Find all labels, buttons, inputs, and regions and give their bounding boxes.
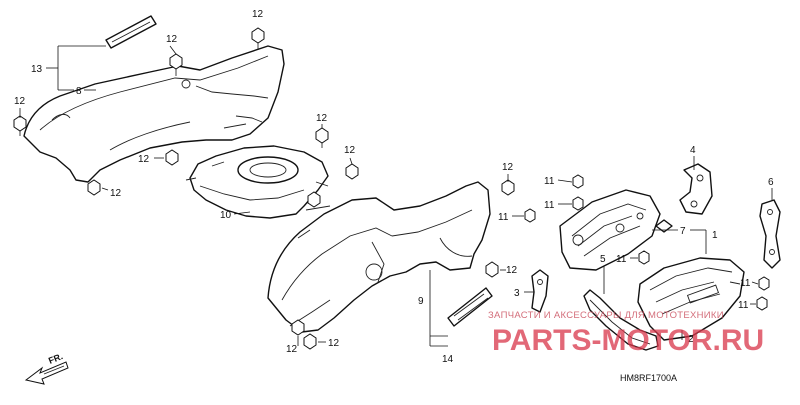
callout-12: 12 <box>328 338 340 349</box>
bracket-4 <box>679 163 713 215</box>
callout-11: 11 <box>544 176 555 187</box>
callout-12: 12 <box>316 113 328 124</box>
watermark: ЗАПЧАСТИ И АКСЕССУАРЫ ДЛЯ МОТОТЕХНИКИ PA… <box>488 310 764 357</box>
callout-4: 4 <box>690 145 696 156</box>
upper-side-cover <box>23 45 285 183</box>
watermark-subtitle: ЗАПЧАСТИ И АКСЕССУАРЫ ДЛЯ МОТОТЕХНИКИ <box>488 310 724 321</box>
bolt-11c <box>524 208 536 223</box>
watermark-logo: PARTS-MOTOR.RU <box>492 324 764 357</box>
lower-housing <box>637 257 745 341</box>
bolt-c <box>165 149 179 166</box>
callout-7: 7 <box>680 226 686 237</box>
emblem <box>447 287 493 327</box>
bolt-bm <box>303 333 317 350</box>
callout-8: 8 <box>76 86 82 97</box>
callout-11: 11 <box>544 200 555 211</box>
bolt-d <box>315 127 329 148</box>
callout-5: 5 <box>600 254 606 265</box>
callout-3: 3 <box>514 288 520 299</box>
upper-housing <box>559 189 673 271</box>
callout-12: 12 <box>344 145 356 156</box>
callout-2: 2 <box>688 334 694 345</box>
callout-12: 12 <box>166 34 178 45</box>
bolt-set <box>13 27 770 350</box>
bolt-b <box>87 179 101 196</box>
callout-12: 12 <box>14 96 26 107</box>
bolt-e <box>345 163 359 180</box>
bolt-11d <box>638 250 650 265</box>
callout-12: 12 <box>252 9 264 20</box>
callout-13: 13 <box>31 64 43 75</box>
callout-1: 1 <box>712 230 718 241</box>
bolt-g <box>501 179 515 196</box>
callout-12: 12 <box>110 188 122 199</box>
callout-11: 11 <box>740 278 751 289</box>
bolt-11e <box>758 276 770 291</box>
bolt-11f <box>756 296 768 311</box>
callout-9: 9 <box>418 296 424 307</box>
diagram-code: HM8RF1700A <box>620 373 677 383</box>
bracket-3 <box>531 269 549 313</box>
lower-side-cover <box>267 181 491 333</box>
bolt-h <box>485 261 499 278</box>
bracket-6 <box>759 199 781 269</box>
callout-11: 11 <box>498 212 509 223</box>
callout-11: 11 <box>616 254 627 265</box>
callout-12: 12 <box>286 344 298 355</box>
callout-12: 12 <box>502 162 514 173</box>
bolt-bl <box>291 319 305 336</box>
tank-cover <box>185 145 329 219</box>
bolt-f <box>307 191 321 208</box>
bolt-top <box>251 27 265 50</box>
callout-12: 12 <box>138 154 150 165</box>
bolt-11a <box>572 174 584 189</box>
decal-strip <box>105 15 157 49</box>
front-arrow: FR. <box>24 351 69 385</box>
callout-11: 11 <box>738 300 749 311</box>
callout-10: 10 <box>220 210 232 221</box>
callout-14: 14 <box>442 354 454 365</box>
stay-bracket-5 <box>583 289 659 351</box>
callout-labels: 13 8 12 12 12 12 12 12 12 12 12 12 12 10… <box>14 9 774 365</box>
bolt-11b <box>572 196 584 211</box>
callout-6: 6 <box>768 177 774 188</box>
callout-12: 12 <box>506 265 518 276</box>
leader-lines <box>19 45 773 347</box>
